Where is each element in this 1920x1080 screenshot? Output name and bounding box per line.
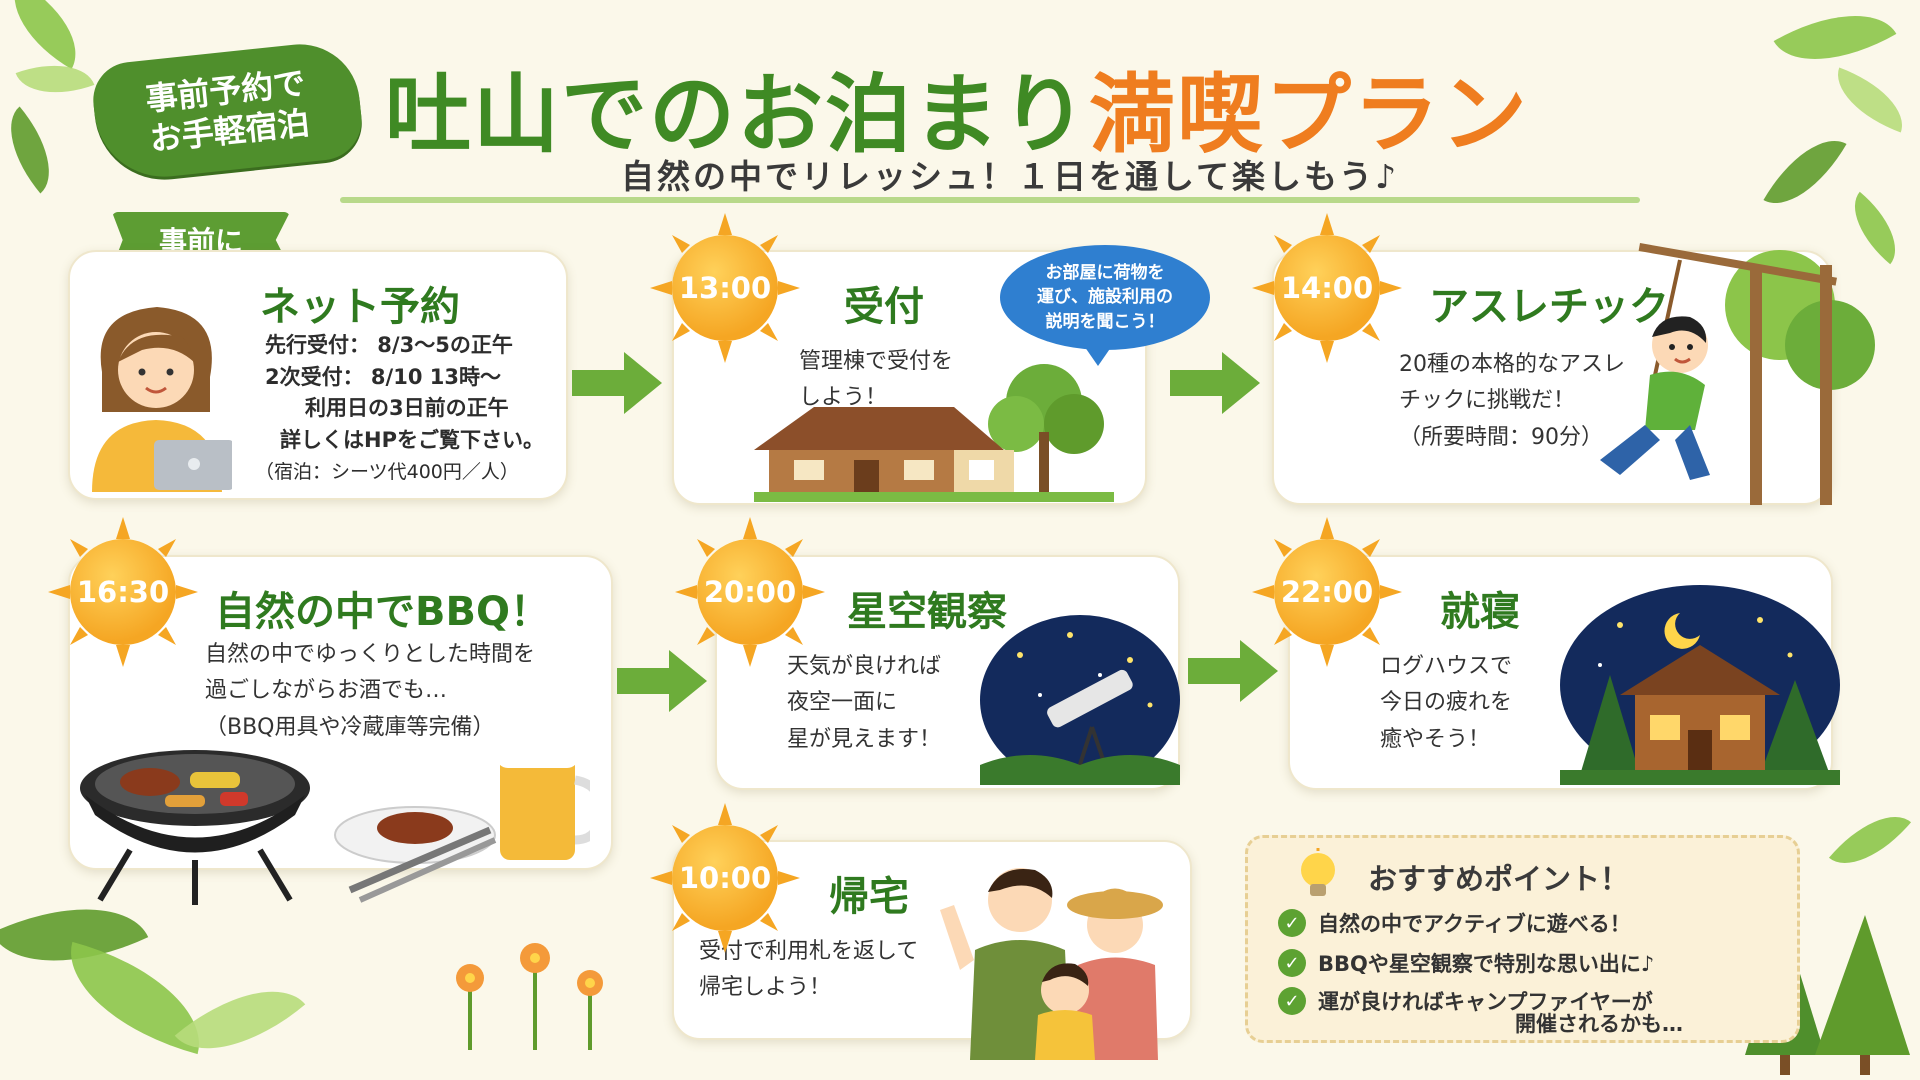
time-badge-1000: 10:00 (650, 803, 800, 953)
bubble-tail (1080, 340, 1116, 366)
recommend-point-1: ✓ 自然の中でアクティブに遊べる！ (1278, 908, 1631, 938)
leaf-decoration (1773, 0, 1897, 89)
time-2000: 20:00 (697, 539, 803, 645)
bbq-text: 自然の中でゆっくりとした時間を 過ごしながらお酒でも… （BBQ用具や冷蔵庫等完… (205, 642, 536, 740)
net-title: ネット予約 (260, 284, 460, 330)
flowers-decoration (456, 943, 603, 1050)
recommend-points-title: おすすめポイント！ (1368, 862, 1630, 896)
lodge-building-illustration (754, 364, 1114, 502)
recommend-point-3-text: 運が良ければキャンプファイヤーが (1318, 990, 1653, 1014)
time-badge-1400: 14:00 (1252, 213, 1402, 363)
arrow-right-icon (572, 352, 662, 414)
reception-text: 管理棟で受付を しよう！ (799, 349, 954, 411)
net-line-3: 利用日の3日前の正午 (305, 396, 509, 420)
check-icon: ✓ (1278, 909, 1306, 937)
time-1630: 16:30 (70, 539, 176, 645)
time-badge-1630: 16:30 (48, 517, 198, 667)
recommend-point-3: ✓ 運が良ければキャンプファイヤーが (1278, 986, 1653, 1016)
boy-rope-illustration (1600, 242, 1875, 505)
light-bulb-icon (1301, 848, 1335, 896)
stargazing-title: 星空観察 (847, 589, 1007, 635)
time-1000: 10:00 (672, 825, 778, 931)
arrow-right-icon (1170, 352, 1260, 414)
leaf-decoration (174, 958, 306, 1080)
card-net-reservation: ネット予約 先行受付： 8/3～5の正午 2次受付： 8/10 13時～ 利用日… (68, 250, 568, 500)
leaf-decoration (1828, 796, 1912, 884)
sleep-title: 就寝 (1440, 589, 1520, 635)
bbq-title: 自然の中でBBQ！ (215, 589, 550, 635)
time-1300: 13:00 (672, 235, 778, 341)
sleep-text: ログハウスで 今日の疲れを 癒やそう！ (1380, 654, 1513, 752)
arrow-right-icon (617, 650, 707, 712)
arrow-right-icon (1188, 640, 1278, 702)
title-orange-part: 満喫プラン (1089, 65, 1529, 165)
time-badge-2200: 22:00 (1252, 517, 1402, 667)
time-badge-1300: 13:00 (650, 213, 800, 363)
net-note: （宿泊：シーツ代400円／人） (255, 461, 519, 483)
net-line-2: 2次受付： 8/10 13時～ (265, 364, 501, 389)
leaf-decoration (0, 106, 72, 194)
recommend-point-2: ✓ BBQや星空観察で特別な思い出に♪ (1278, 948, 1654, 978)
recommend-point-2-text: BBQや星空観察で特別な思い出に♪ (1318, 952, 1655, 976)
leaf-decoration (0, 0, 97, 70)
reception-title: 受付 (844, 284, 924, 330)
title-green-part: 吐山でのお泊まり (385, 65, 1089, 165)
leaf-decoration (1763, 122, 1847, 222)
stargazing-text: 天気が良ければ 夜空一面に 星が見えます！ (787, 654, 942, 752)
speech-bubble: お部屋に荷物を 運び、施設利用の 説明を聞こう！ (1000, 245, 1210, 350)
log-house-night-illustration (1560, 585, 1840, 785)
woman-laptop-illustration (92, 307, 232, 492)
return-title: 帰宅 (829, 874, 909, 920)
check-icon: ✓ (1278, 987, 1306, 1015)
return-text: 受付で利用札を返して 帰宅しよう！ (699, 939, 919, 1001)
leaf-decoration (1825, 67, 1915, 133)
page-subtitle: 自然の中でリレッシュ！１日を通して楽しもう♪ (620, 157, 1400, 196)
athletic-text: 20種の本格的なアスレ チックに挑戦だ！ （所要時間：90分） (1399, 352, 1625, 450)
page-title: 吐山でのお泊まり満喫プラン (385, 44, 1695, 165)
time-1400: 14:00 (1274, 235, 1380, 341)
advance-reservation-badge: 事前予約で お手軽宿泊 (89, 38, 366, 184)
time-2200: 22:00 (1274, 539, 1380, 645)
recommend-point-1-text: 自然の中でアクティブに遊べる！ (1318, 912, 1631, 936)
family-illustration (940, 868, 1163, 1060)
bbq-grill-illustration (80, 740, 590, 905)
net-line-4: 詳しくはHPをご覧下さい。 (280, 427, 544, 452)
athletic-title: アスレチック (1429, 284, 1669, 330)
check-icon: ✓ (1278, 949, 1306, 977)
recommend-points-box: おすすめポイント！ ✓ 自然の中でアクティブに遊べる！ ✓ BBQや星空観察で特… (1245, 835, 1800, 1043)
recommend-point-3-continued: 開催されるかも… (1515, 1012, 1683, 1036)
subtitle-underline (340, 197, 1640, 203)
time-badge-2000: 20:00 (675, 517, 825, 667)
telescope-night-illustration (980, 615, 1180, 785)
net-line-1: 先行受付： 8/3～5の正午 (265, 333, 513, 357)
